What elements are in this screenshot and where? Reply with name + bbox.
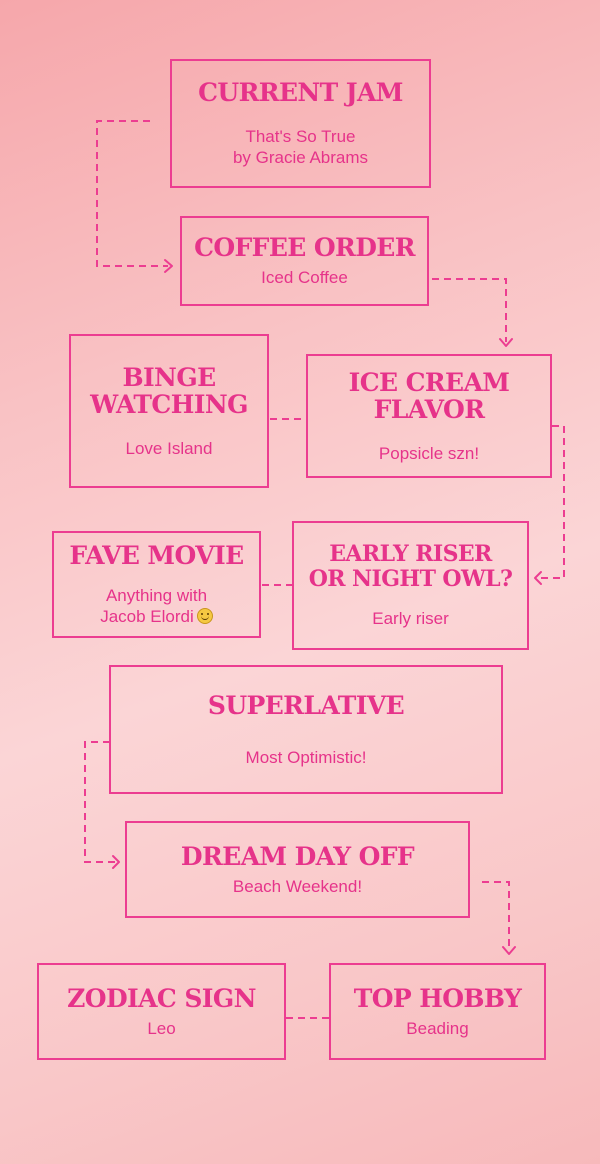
box-title: SUPERLATIVE [207, 690, 405, 720]
box-value: Love Island [125, 438, 213, 458]
smiling-face-icon [196, 608, 213, 624]
connector-current-jam-to-coffee-order [96, 120, 168, 267]
box-value: That's So True by Gracie Abrams [232, 127, 369, 167]
box-ice-cream-flavor: ICE CREAM FLAVOR Popsicle szn! [306, 354, 552, 478]
arrow-head-left [534, 571, 542, 585]
box-value: Most Optimistic! [245, 747, 367, 767]
box-dream-day-off: DREAM DAY OFF Beach Weekend! [125, 821, 470, 918]
box-title: BINGE WATCHING [90, 362, 248, 419]
arrow-head-down [502, 946, 516, 955]
box-title: CURRENT JAM [198, 78, 403, 107]
box-title: COFFEE ORDER [194, 233, 415, 262]
connector-superlative-to-dream-day [84, 741, 116, 863]
box-title: DREAM DAY OFF [180, 841, 415, 871]
box-title: EARLY RISER OR NIGHT OWL? [308, 541, 513, 592]
arrow-head-right [112, 855, 120, 869]
arrow-head-down [499, 338, 513, 347]
box-value: Beading [406, 1018, 469, 1038]
box-value: Leo [147, 1018, 176, 1038]
box-coffee-order: COFFEE ORDER Iced Coffee [180, 216, 429, 306]
box-title: ICE CREAM FLAVOR [348, 367, 510, 424]
connector-coffee-order-to-ice-cream [432, 278, 507, 342]
box-current-jam: CURRENT JAM That's So True by Gracie Abr… [170, 59, 431, 188]
box-value: Iced Coffee [261, 268, 348, 287]
box-value: Early riser [372, 609, 449, 628]
connector-dream-day-to-top-hobby [482, 881, 510, 950]
arrow-head-right [164, 259, 173, 273]
box-title: FAVE MOVIE [69, 541, 244, 570]
connector-ice-cream-to-early-riser [538, 425, 565, 579]
box-title: ZODIAC SIGN [67, 983, 256, 1013]
box-value-text: Anything with Jacob Elordi [100, 586, 208, 626]
box-superlative: SUPERLATIVE Most Optimistic! [109, 665, 503, 794]
box-early-riser: EARLY RISER OR NIGHT OWL? Early riser [292, 521, 529, 650]
box-top-hobby: TOP HOBBY Beading [329, 963, 546, 1060]
box-binge-watching: BINGE WATCHING Love Island [69, 334, 269, 488]
box-value: Popsicle szn! [378, 443, 480, 463]
box-value: Anything with Jacob Elordi [100, 585, 213, 627]
box-value: Beach Weekend! [232, 876, 363, 896]
box-fave-movie: FAVE MOVIE Anything with Jacob Elordi [52, 531, 261, 638]
box-title: TOP HOBBY [353, 983, 522, 1013]
box-zodiac-sign: ZODIAC SIGN Leo [37, 963, 286, 1060]
